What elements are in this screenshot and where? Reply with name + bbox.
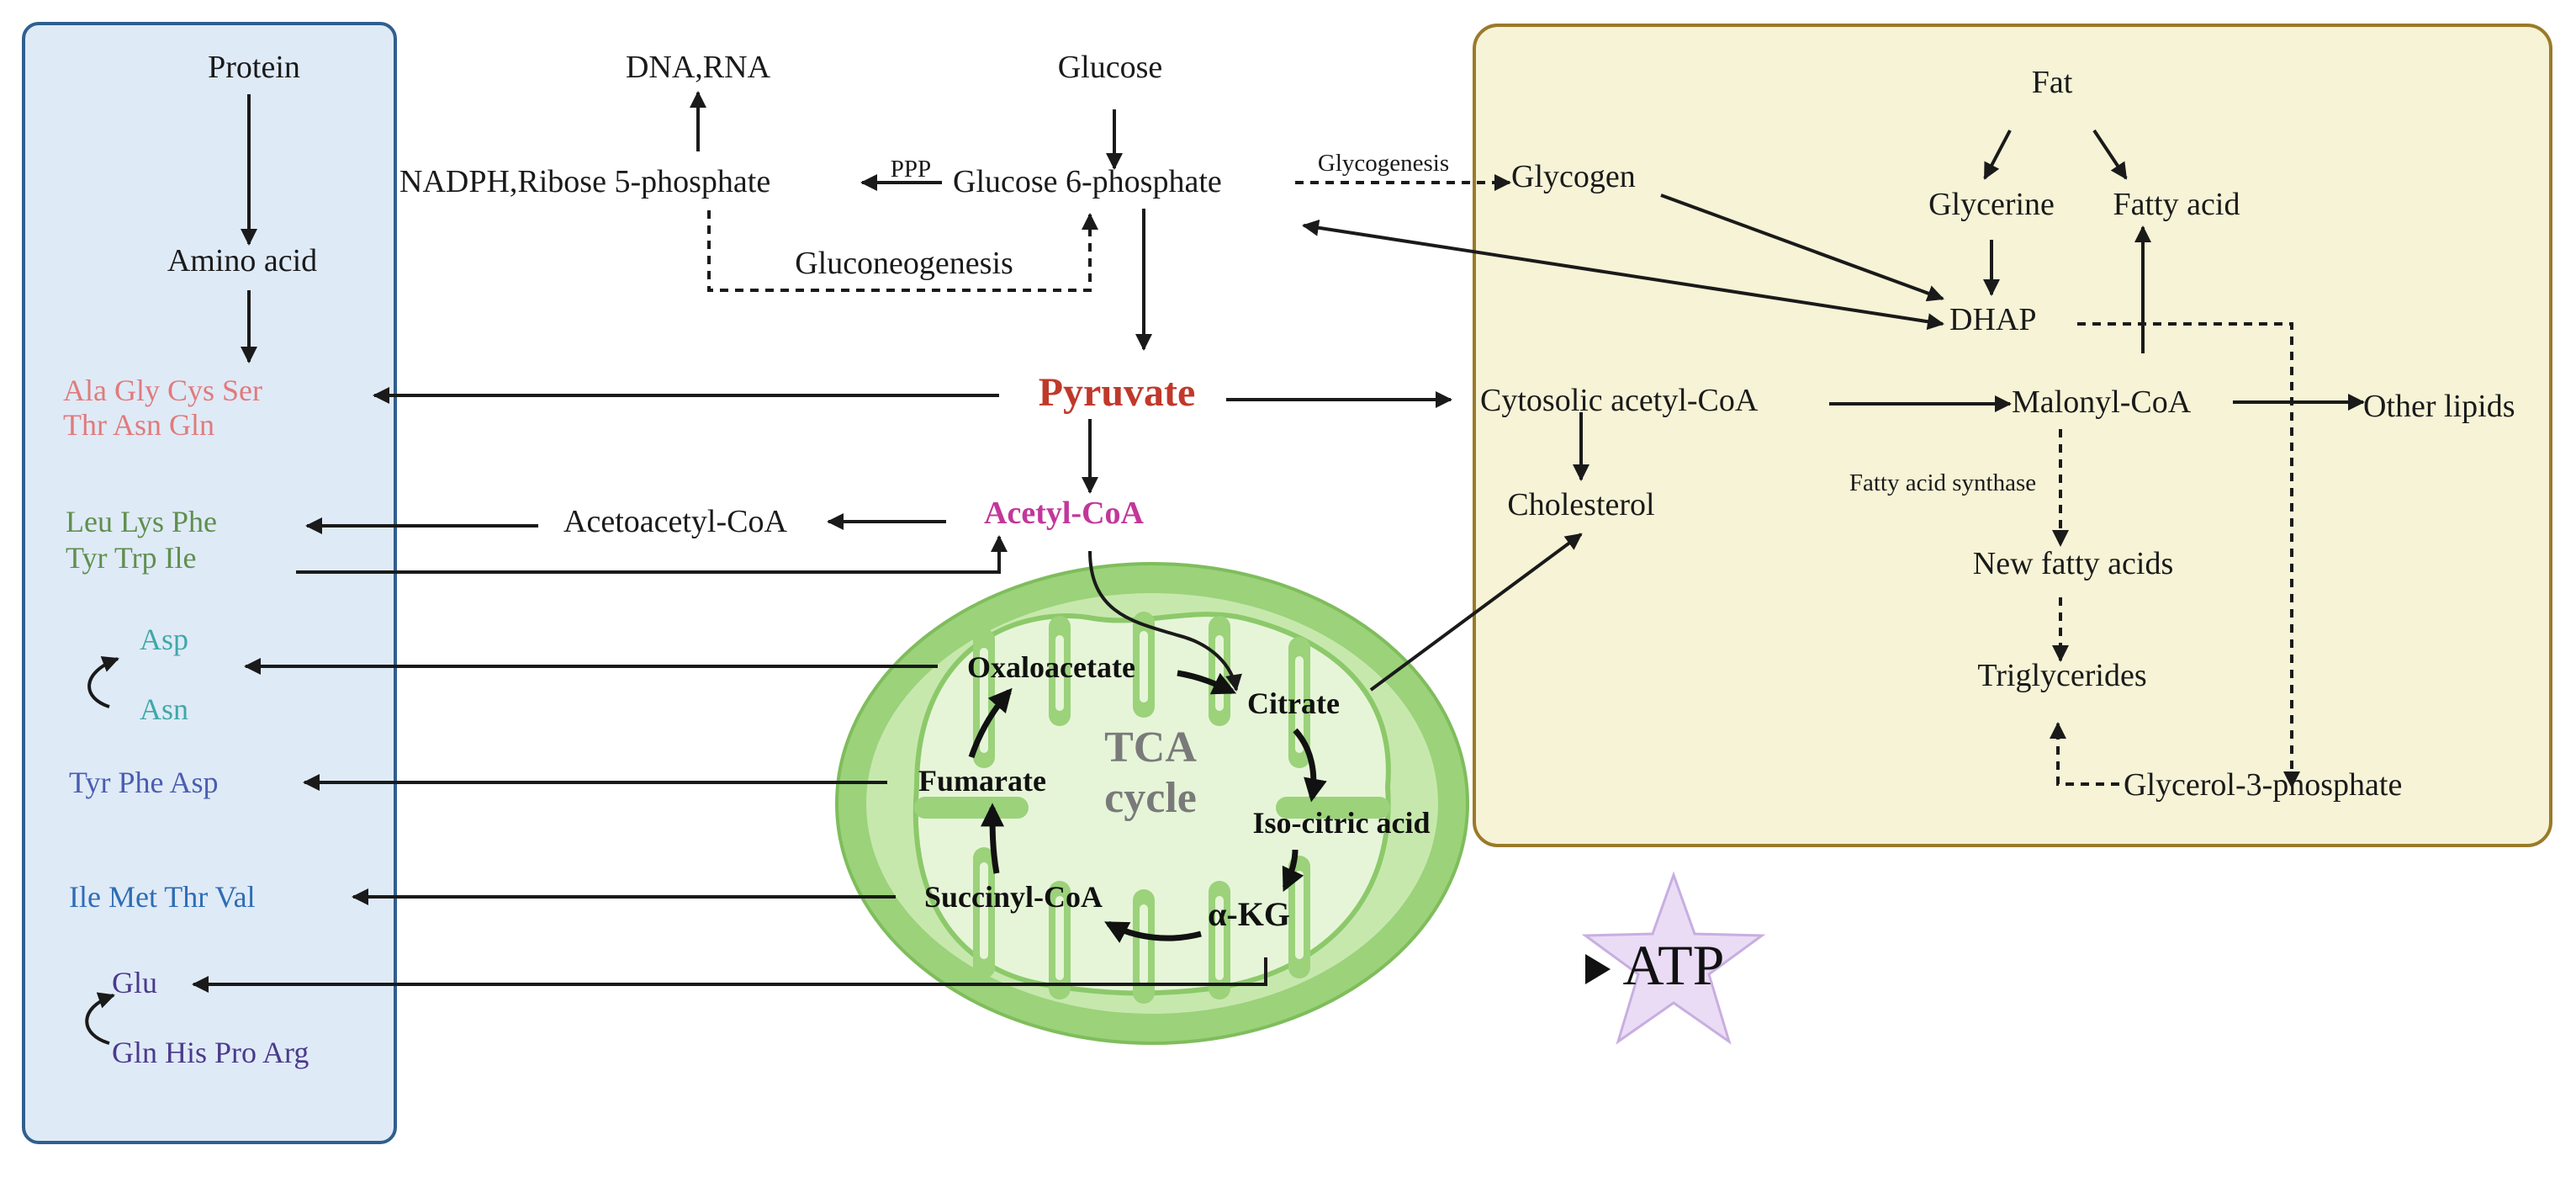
new-fatty-acids-label: New fatty acids — [1973, 546, 2173, 581]
cytosolic-acetyl-coa-label: Cytosolic acetyl-CoA — [1480, 383, 1759, 418]
glycogenesis-label: Glycogenesis — [1318, 150, 1449, 177]
aa-group2-line1: Leu Lys Phe — [66, 505, 217, 538]
arrows-solid — [85, 91, 2365, 1045]
aa-group6: Gln His Pro Arg — [112, 1036, 309, 1069]
aa-group1-line1: Ala Gly Cys Ser — [63, 374, 262, 407]
tca-title-line2: cycle — [1104, 774, 1197, 822]
fatty-acid-synthase-label: Fatty acid synthase — [1849, 469, 2036, 496]
gluconeogenesis-label: Gluconeogenesis — [795, 246, 1013, 281]
atp-star — [1581, 871, 1766, 1045]
other-lipids-label: Other lipids — [2363, 389, 2515, 424]
fatty-acid-label: Fatty acid — [2113, 187, 2240, 222]
cholesterol-label: Cholesterol — [1507, 487, 1654, 522]
succinyl-coa-label: Succinyl-CoA — [924, 880, 1103, 914]
glycerine-label: Glycerine — [1928, 187, 2055, 222]
aa-group4: Tyr Phe Asp — [69, 766, 219, 799]
ppp-label: PPP — [891, 156, 931, 183]
citrate-label: Citrate — [1247, 687, 1340, 720]
malonyl-coa-label: Malonyl-CoA — [2012, 384, 2192, 420]
amino-acid-label: Amino acid — [167, 243, 317, 278]
nadph-label: NADPH,Ribose 5-phosphate — [399, 164, 770, 199]
alpha-kg-label: α-KG — [1208, 895, 1290, 933]
tca-arrows — [968, 670, 1327, 943]
fumarate-label: Fumarate — [918, 764, 1046, 798]
fat-label: Fat — [2032, 65, 2073, 100]
atp-label: ATP — [1623, 933, 1725, 997]
glucose-label: Glucose — [1058, 50, 1163, 85]
atp-arrowhead — [1585, 954, 1611, 984]
acetoacetyl-coa-label: Acetoacetyl-CoA — [563, 504, 787, 539]
aa-asp: Asp — [140, 623, 188, 656]
acetyl-coa-label: Acetyl-CoA — [984, 496, 1144, 531]
aa-group5: Ile Met Thr Val — [69, 880, 256, 914]
tca-title-line1: TCA — [1104, 724, 1197, 771]
glycerol-3-phosphate-label: Glycerol-3-phosphate — [2124, 767, 2402, 803]
aa-glu: Glu — [112, 966, 157, 999]
aa-group2-line2: Tyr Trp Ile — [66, 541, 197, 575]
glucose-6-phosphate-label: Glucose 6-phosphate — [953, 164, 1222, 199]
iso-citric-acid-label: Iso-citric acid — [1253, 806, 1431, 840]
arrows-dashed — [707, 174, 2300, 788]
triglycerides-label: Triglycerides — [1977, 658, 2146, 693]
aa-group1-line2: Thr Asn Gln — [63, 408, 214, 442]
pyruvate-label: Pyruvate — [1039, 370, 1196, 415]
lipid-panel — [1473, 24, 2552, 847]
dhap-label: DHAP — [1949, 302, 2036, 337]
protein-label: Protein — [208, 50, 300, 85]
amino-acid-panel — [22, 22, 397, 1144]
aa-asn: Asn — [140, 692, 188, 726]
oxaloacetate-label: Oxaloacetate — [967, 650, 1135, 684]
dna-rna-label: DNA,RNA — [626, 50, 771, 85]
glycogen-label: Glycogen — [1511, 159, 1636, 194]
